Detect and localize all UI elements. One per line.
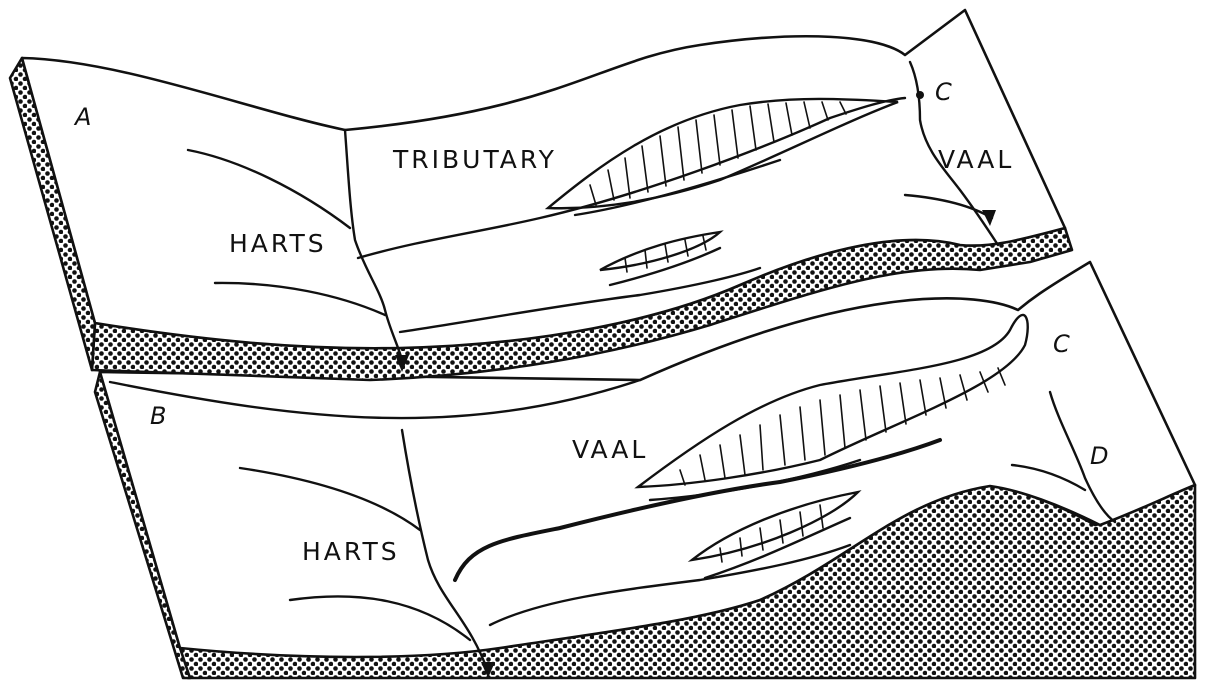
block-a-surface: [22, 10, 1065, 348]
block-b-letter: B: [150, 402, 166, 430]
block-a-corner-letter: C: [935, 78, 952, 106]
vaal-a-label: VAAL: [938, 145, 1014, 174]
block-b-corner-letter: C: [1053, 330, 1070, 358]
block-a-letter: A: [73, 103, 91, 131]
harts-a-label: HARTS: [229, 229, 327, 258]
point-d-letter: D: [1090, 442, 1108, 470]
tributary-a-label: TRIBUTARY: [392, 145, 557, 174]
vaal-b-label: VAAL: [572, 435, 648, 464]
harts-b-label: HARTS: [302, 537, 400, 566]
point-c-a-marker: [916, 91, 924, 99]
